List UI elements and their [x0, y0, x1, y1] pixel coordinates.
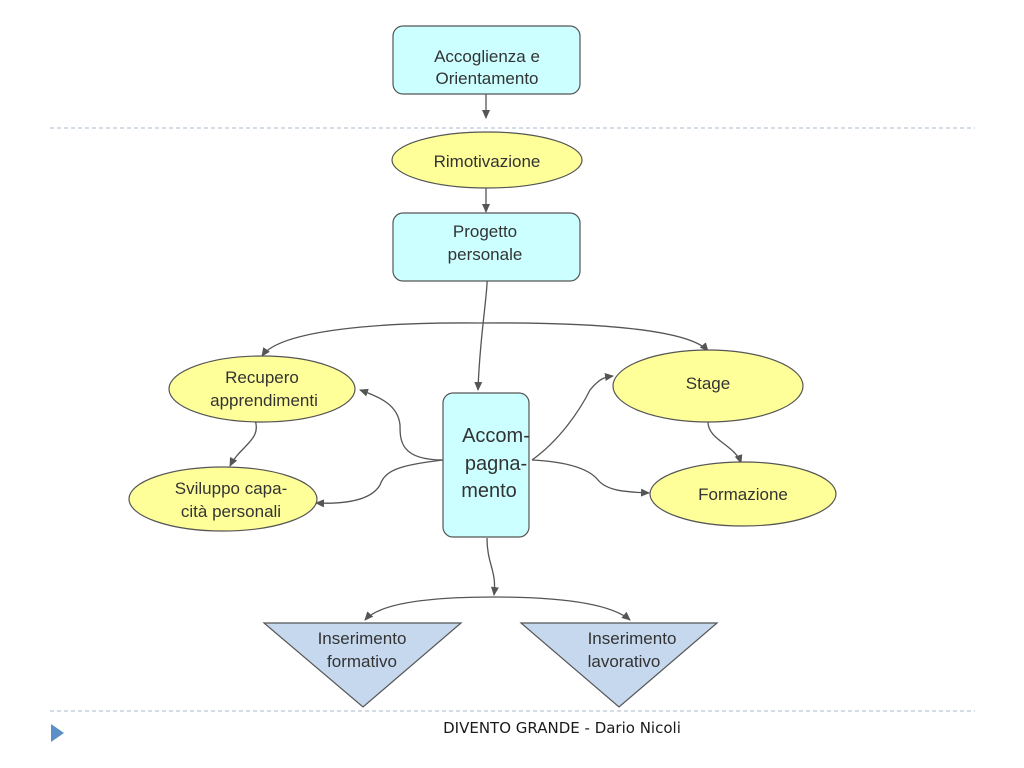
- recupero-ellipse: [168, 355, 356, 423]
- sviluppo-label-2: cità personali: [181, 502, 281, 521]
- arrow-bottom-arc-left: [364, 596, 495, 621]
- formazione-label: Formazione: [698, 485, 788, 504]
- accoglienza-label-1: Accoglienza e: [434, 47, 540, 66]
- arrow-accompagnamento-down: [486, 537, 499, 596]
- arrow-accompagnamento-formazione: [531, 459, 650, 497]
- accompagnamento-label-3: mento: [461, 480, 517, 502]
- inserimento-lavorativo-label-2: lavorativo: [588, 652, 661, 671]
- footer-text: DIVENTO GRANDE - Dario Nicoli: [443, 719, 681, 737]
- inserimento-lavorativo-triangle: [519, 622, 719, 708]
- rimotivazione-label: Rimotivazione: [434, 152, 541, 171]
- formazione-ellipse: [649, 461, 837, 527]
- sviluppo-label-1: Sviluppo capa-: [175, 479, 287, 498]
- recupero-label-1: Recupero: [225, 368, 299, 387]
- inserimento-formativo-label-2: formativo: [327, 652, 397, 671]
- stage-ellipse: [612, 349, 804, 423]
- progetto-label-2: personale: [448, 245, 523, 264]
- inserimento-lavorativo-label-1: Inserimento: [588, 629, 677, 648]
- progetto-label-1: Progetto: [453, 222, 517, 241]
- inserimento-formativo-label-1: Inserimento: [318, 629, 407, 648]
- arrow-recupero-sviluppo: [229, 419, 257, 467]
- accompagnamento-label-1: Accom-: [462, 425, 530, 447]
- accompagnamento-label-2: pagna-: [465, 453, 527, 475]
- accoglienza-box: [392, 25, 581, 95]
- arrow-top-arc-left: [261, 322, 481, 357]
- arrow-accompagnamento-recupero: [359, 388, 444, 461]
- footer: DIVENTO GRANDE - Dario Nicoli: [0, 719, 1024, 737]
- arrow-accompagnamento-stage: [531, 373, 614, 461]
- rimotivazione-ellipse: [391, 131, 583, 189]
- arrow-top-arc-right: [479, 322, 709, 352]
- play-icon: [51, 724, 64, 742]
- arrow-accompagnamento-sviluppo: [315, 459, 444, 508]
- stage-label: Stage: [686, 374, 730, 393]
- accompagnamento-box: [442, 392, 530, 538]
- accoglienza-label-2: Orientamento: [436, 69, 539, 88]
- recupero-label-2: apprendimenti: [210, 391, 318, 410]
- sviluppo-ellipse: [128, 466, 318, 532]
- arrow-stage-formazione: [703, 413, 743, 464]
- progetto-box: [392, 212, 581, 282]
- inserimento-formativo-triangle: [262, 622, 463, 708]
- arrow-bottom-arc-right: [493, 596, 631, 621]
